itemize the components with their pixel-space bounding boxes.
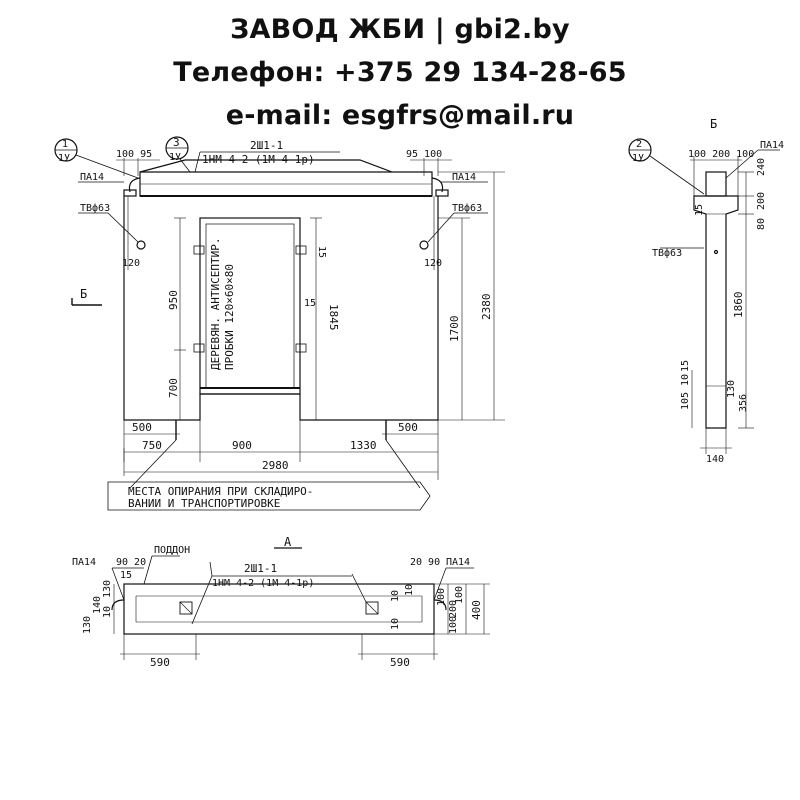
dim-2980: 2980 [262, 459, 289, 472]
section-b-labels: Б 2 1У 100 200 100 ПА14 240 200 80 15 ТВ… [632, 117, 784, 465]
dim-80: 80 [756, 218, 767, 230]
dim-500-left: 500 [132, 421, 152, 434]
plan-dim-10-c: 10 [390, 618, 401, 630]
plan-dims-left: 90 20 [116, 557, 146, 568]
plan-a-title: А [284, 535, 292, 549]
dim-130-section: 130 [726, 380, 737, 398]
tube-hole-left [136, 240, 146, 250]
plan-loop-right: ПА14 [446, 557, 470, 568]
dim-15-section: 15 [694, 204, 705, 216]
plan-panel [123, 583, 435, 635]
dim-top-right: 95 100 [406, 149, 442, 160]
dim-1860: 1860 [732, 292, 745, 319]
plan-dim-590-left: 590 [150, 656, 170, 669]
plan-dim-130: 130 [82, 616, 93, 634]
dim-105: 105 [680, 392, 691, 410]
plan-dim-10-a: 10 [102, 606, 113, 618]
section-b-tube: ТВф63 [652, 247, 682, 259]
dim-top-left: 100 95 [116, 149, 152, 160]
header-phone: Телефон: +375 29 134-28-65 [173, 57, 627, 88]
dim-15b-section: 15 [680, 360, 691, 372]
plan-dim-10-b: 10 [390, 590, 401, 602]
front-view-labels: 1 1У 3 1У 100 95 95 100 2Ш1-1 1НМ 4-2 (1… [58, 136, 493, 510]
callout-2-number: 2 [636, 139, 642, 150]
dim-120-right: 120 [424, 258, 442, 269]
tube-hole-right [419, 240, 429, 250]
callout-1-sheet: 1У [58, 153, 70, 164]
callout-3-number: 3 [173, 136, 180, 149]
plan-frame-mark: 2Ш1-1 [244, 562, 277, 575]
dim-140: 140 [706, 454, 724, 465]
dim-950: 950 [167, 290, 180, 310]
plan-loop-left: ПА14 [72, 557, 96, 568]
top-rail-slope [139, 159, 393, 173]
dim-1330: 1330 [350, 439, 377, 452]
plan-dim-200: 200 [448, 600, 459, 618]
plan-dim-100-a: 100 [436, 588, 447, 606]
header-title: ЗАВОД ЖБИ | gbi2.by [230, 14, 570, 45]
loop-left-label: ПА14 [80, 172, 104, 183]
dim-700: 700 [167, 378, 180, 398]
callout-3-sheet: 1У [169, 152, 181, 163]
dim-1700: 1700 [448, 316, 461, 343]
plan-dim-400: 400 [470, 600, 483, 620]
plan-dim-15: 15 [120, 570, 132, 581]
mesh-mark: 1НМ 4-2 (1М 4-1р) [202, 153, 315, 166]
plan-a-view [111, 547, 490, 660]
section-b-loop: ПА14 [760, 140, 784, 151]
tube-left-label: ТВф63 [80, 202, 110, 214]
tube-right-label: ТВф63 [452, 202, 482, 214]
callout-1-number: 1 [62, 139, 68, 150]
section-b-top-dims: 100 200 100 [688, 149, 754, 160]
section-b-head [705, 171, 727, 197]
plan-dim-100-b: 100 [454, 586, 465, 604]
section-b-view [628, 138, 780, 454]
front-view [54, 136, 505, 511]
loop-right-label: ПА14 [452, 172, 476, 183]
plan-dim-590-right: 590 [390, 656, 410, 669]
plan-dim-100-c: 100 [448, 616, 459, 634]
dim-356: 356 [738, 394, 749, 412]
frame-mark: 2Ш1-1 [250, 139, 283, 152]
header-email: e-mail: esgfrs@mail.ru [225, 100, 575, 131]
dim-240: 240 [756, 158, 767, 176]
wood-plug-note-1: ДЕРЕВЯН. АНТИСЕПТИР. [209, 238, 222, 370]
door-opening [199, 217, 301, 395]
plan-mesh-mark: 1НМ 4-2 (1М 4-1р) [212, 578, 314, 589]
support-note-1: МЕСТА ОПИРАНИЯ ПРИ СКЛАДИРО- [128, 485, 313, 498]
section-b-marker: Б [80, 287, 87, 301]
support-note-2: ВАНИИ И ТРАНСПОРТИРОВКЕ [128, 497, 280, 510]
plan-dim-10-d: 10 [404, 584, 415, 596]
header: ЗАВОД ЖБИ | gbi2.by Телефон: +375 29 134… [0, 8, 800, 137]
dim-500-right: 500 [398, 421, 418, 434]
wood-plug-note-2: ПРОБКИ 120×60×80 [223, 264, 236, 370]
dim-1845: 1845 [327, 304, 340, 331]
plan-a-labels: А ПОДДОН ПА14 ПА14 90 20 20 90 2Ш1-1 1НМ… [72, 535, 483, 669]
dim-120-left: 120 [122, 258, 140, 269]
plan-dim-140: 140 [92, 596, 103, 614]
section-b-title: Б [710, 117, 717, 131]
plan-dim-130b: 130 [102, 580, 113, 598]
dim-10-section: 10 [680, 374, 691, 386]
dim-2380: 2380 [480, 294, 493, 321]
dim-15-b: 15 [304, 298, 316, 309]
pallet-label: ПОДДОН [154, 545, 190, 556]
dim-750: 750 [142, 439, 162, 452]
plan-dims-right: 20 90 [410, 557, 440, 568]
dim-200: 200 [756, 192, 767, 210]
dim-15-a: 15 [316, 246, 327, 258]
dim-900: 900 [232, 439, 252, 452]
callout-2-sheet: 1У [632, 153, 644, 164]
